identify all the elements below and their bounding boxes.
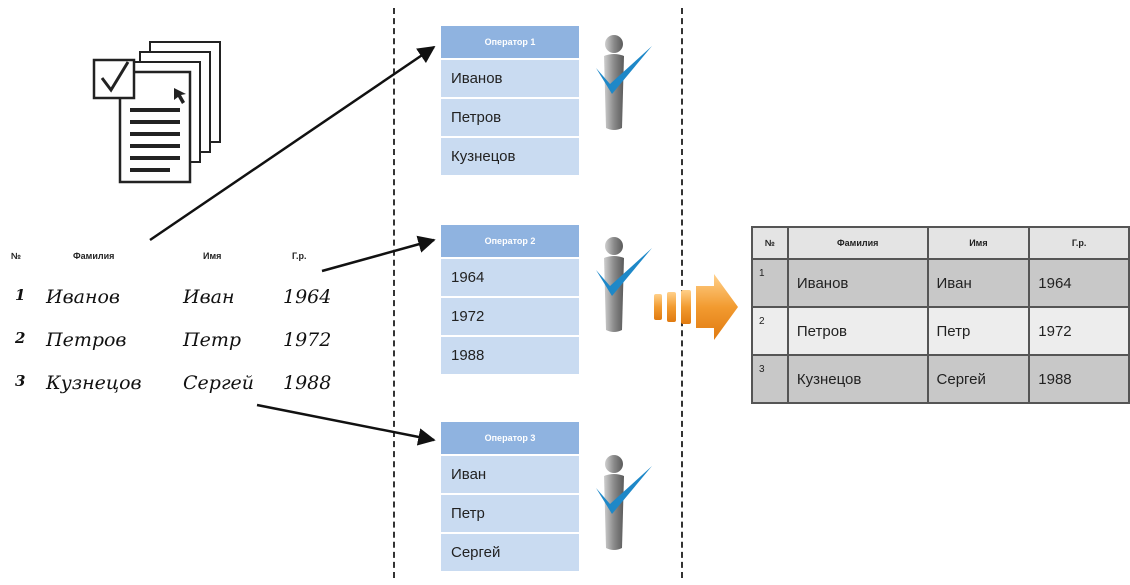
form-row-year: 1964: [283, 286, 332, 308]
form-row-year: 1988: [283, 372, 332, 394]
operator-2-item: 1988: [441, 337, 579, 376]
table-cell-num: 1: [751, 258, 789, 308]
form-row-name: Сергей: [183, 372, 255, 394]
operator-3-panel: Оператор 3 Иван Петр Сергей: [441, 422, 579, 573]
table-row: 2 Петров Петр 1972: [751, 306, 1130, 356]
arrow-to-operator-3: [256, 403, 436, 446]
operator-2-panel: Оператор 2 1964 1972 1988: [441, 225, 579, 376]
operator-check-icon: [596, 237, 652, 332]
documents-icon: [92, 41, 221, 184]
table-header-year: Г.р.: [1028, 226, 1130, 260]
form-row-name: Петр: [183, 329, 241, 351]
form-header-num: №: [11, 251, 22, 261]
operator-1-item: Петров: [441, 99, 579, 138]
form-row-num: 2: [15, 329, 26, 347]
form-header-year: Г.р.: [292, 251, 307, 261]
table-cell-surname: Петров: [786, 306, 929, 356]
table-row: 1 Иванов Иван 1964: [751, 258, 1130, 308]
table-cell-year: 1988: [1028, 354, 1130, 404]
operator-1-title: Оператор 1: [441, 26, 579, 60]
table-cell-year: 1972: [1028, 306, 1130, 356]
form-header-surname: Фамилия: [73, 251, 115, 261]
form-row-num: 1: [15, 286, 26, 304]
operator-1-panel: Оператор 1 Иванов Петров Кузнецов: [441, 26, 579, 177]
table-header-row: № Фамилия Имя Г.р.: [751, 226, 1130, 260]
result-table: № Фамилия Имя Г.р. 1 Иванов Иван 1964 2 …: [751, 226, 1130, 404]
form-row-num: 3: [15, 372, 26, 390]
table-header-num: №: [751, 226, 789, 260]
arrow-to-operator-1: [149, 45, 436, 242]
table-cell-surname: Иванов: [786, 258, 929, 308]
operator-check-icon: [596, 455, 652, 550]
operator-1-item: Иванов: [441, 60, 579, 99]
operator-check-icon: [596, 35, 652, 130]
table-cell-year: 1964: [1028, 258, 1130, 308]
operator-2-item: 1964: [441, 259, 579, 298]
table-cell-num: 2: [751, 306, 789, 356]
table-header-surname: Фамилия: [786, 226, 929, 260]
table-cell-num: 3: [751, 354, 789, 404]
divider-left: [393, 8, 395, 578]
form-row-surname: Кузнецов: [46, 372, 142, 394]
operator-2-title: Оператор 2: [441, 225, 579, 259]
operator-3-item: Петр: [441, 495, 579, 534]
form-row-name: Иван: [183, 286, 235, 308]
table-cell-surname: Кузнецов: [786, 354, 929, 404]
operator-3-item: Сергей: [441, 534, 579, 573]
merge-arrow-icon: [654, 274, 738, 340]
table-row: 3 Кузнецов Сергей 1988: [751, 354, 1130, 404]
operator-3-item: Иван: [441, 456, 579, 495]
operator-1-item: Кузнецов: [441, 138, 579, 177]
table-cell-name: Иван: [926, 258, 1031, 308]
form-row-surname: Иванов: [46, 286, 120, 308]
form-header-name: Имя: [203, 251, 222, 261]
table-header-name: Имя: [926, 226, 1031, 260]
table-cell-name: Сергей: [926, 354, 1031, 404]
form-row-surname: Петров: [46, 329, 127, 351]
operator-2-item: 1972: [441, 298, 579, 337]
operator-3-title: Оператор 3: [441, 422, 579, 456]
arrow-to-operator-2: [321, 235, 436, 273]
form-row-year: 1972: [283, 329, 332, 351]
table-cell-name: Петр: [926, 306, 1031, 356]
